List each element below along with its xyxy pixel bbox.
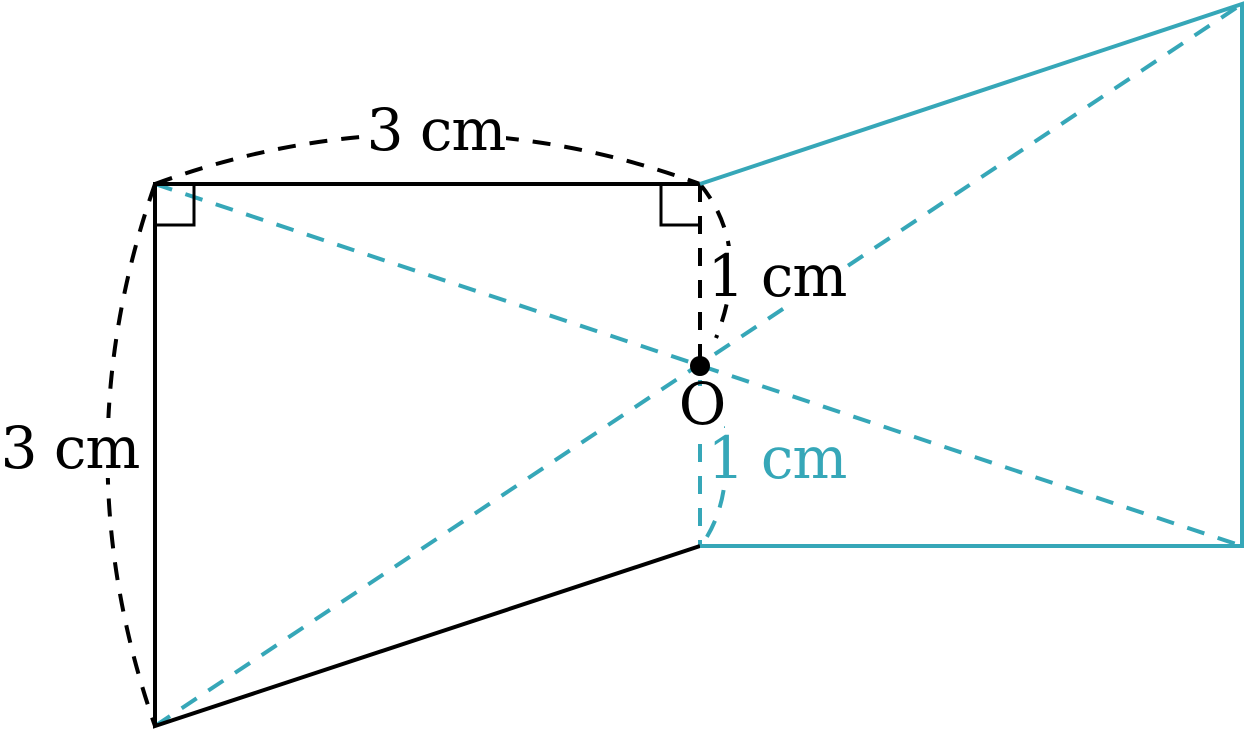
lower-short-label-mask bbox=[712, 428, 844, 486]
lower-short-arc bbox=[703, 394, 728, 542]
right-angle-marker-top-left bbox=[155, 184, 196, 227]
lower-short-length-label: 1 cm bbox=[708, 424, 847, 492]
upper-short-length-label: 1 cm bbox=[708, 242, 847, 310]
top-length-label: 3 cm bbox=[367, 96, 506, 164]
right-angle-marker-top-right bbox=[659, 184, 700, 227]
center-point-dot bbox=[690, 356, 710, 376]
upper-short-label-mask bbox=[712, 246, 844, 304]
left-length-label: 3 cm bbox=[1, 414, 140, 482]
center-point-label: O bbox=[679, 370, 726, 438]
top-label-mask bbox=[366, 100, 506, 160]
left-label-mask bbox=[4, 418, 138, 478]
center-label-mask bbox=[680, 386, 724, 430]
original-quadrilateral bbox=[153, 182, 701, 729]
top-arc bbox=[154, 132, 701, 186]
left-arc bbox=[105, 183, 157, 727]
rotated-quadrilateral bbox=[699, 1, 1244, 548]
